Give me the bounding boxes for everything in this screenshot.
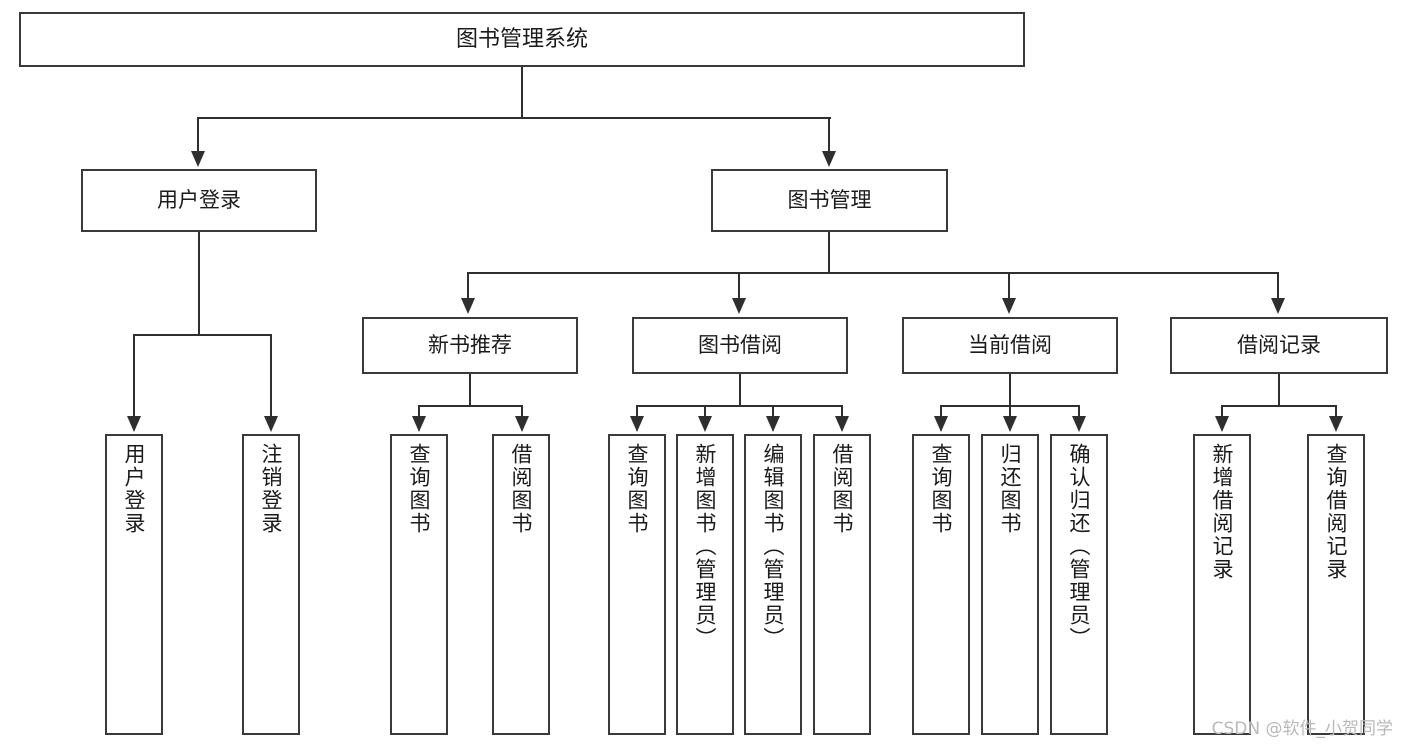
node-label: 注销登录 xyxy=(259,443,284,535)
connector-book-mgmt-to-current-borrow xyxy=(1008,272,1010,300)
arrow-to-book-borrow xyxy=(732,298,746,314)
connector-user-login-leaf2 xyxy=(270,334,272,418)
arrow-to-borrow-record xyxy=(1271,298,1285,314)
node-book-borrow[interactable]: 图书借阅 xyxy=(632,317,848,374)
arrow-book-borrow-leaf1 xyxy=(630,416,644,432)
arrow-current-borrow-leaf2 xyxy=(1003,416,1017,432)
connector-new-book-fanbar xyxy=(419,405,522,407)
arrow-to-book-mgmt xyxy=(822,151,836,167)
leaf-book-borrow-borrow[interactable]: 借阅图书 xyxy=(813,434,871,735)
node-label: 查询图书 xyxy=(407,443,432,535)
arrow-new-book-leaf2 xyxy=(515,416,529,432)
node-label: 查询图书 xyxy=(929,443,954,535)
leaf-book-borrow-query[interactable]: 查询图书 xyxy=(608,434,666,735)
arrow-book-borrow-leaf2 xyxy=(698,416,712,432)
connector-borrow-record-leaf1 xyxy=(1221,405,1223,418)
leaf-current-borrow-confirm[interactable]: 确认归还（管理员） xyxy=(1050,434,1108,735)
arrow-to-new-book xyxy=(461,298,475,314)
connector-new-book-leaf1 xyxy=(418,405,420,418)
leaf-new-book-query[interactable]: 查询图书 xyxy=(390,434,448,735)
connector-book-borrow-leaf4 xyxy=(841,405,843,418)
arrow-borrow-record-leaf2 xyxy=(1329,416,1343,432)
connector-user-login-trunk xyxy=(198,232,200,335)
connector-borrow-record-trunk xyxy=(1278,374,1280,406)
connector-root-trunk xyxy=(521,67,523,118)
connector-book-borrow-leaf3 xyxy=(772,405,774,418)
connector-user-login-fanbar xyxy=(134,334,271,336)
arrow-to-current-borrow xyxy=(1002,298,1016,314)
node-label: 用户登录 xyxy=(157,188,241,213)
connector-current-borrow-trunk xyxy=(1009,374,1011,406)
arrow-borrow-record-leaf1 xyxy=(1215,416,1229,432)
connector-new-book-leaf2 xyxy=(521,405,523,418)
node-label: 查询借阅记录 xyxy=(1324,443,1349,581)
node-book-management[interactable]: 图书管理 xyxy=(711,169,948,232)
leaf-current-borrow-return[interactable]: 归还图书 xyxy=(981,434,1039,735)
arrow-current-borrow-leaf3 xyxy=(1072,416,1086,432)
node-new-book-recommend[interactable]: 新书推荐 xyxy=(362,317,578,374)
arrow-current-borrow-leaf1 xyxy=(934,416,948,432)
arrow-to-user-login xyxy=(191,151,205,167)
connector-book-mgmt-to-borrow-record xyxy=(1277,272,1279,300)
node-label: 查询图书 xyxy=(625,443,650,535)
node-label: 新书推荐 xyxy=(428,333,512,358)
connector-current-borrow-leaf2 xyxy=(1009,405,1011,418)
connector-book-borrow-leaf2 xyxy=(704,405,706,418)
leaf-new-book-borrow[interactable]: 借阅图书 xyxy=(492,434,550,735)
node-label: 图书管理系统 xyxy=(455,26,588,52)
connector-borrow-record-fanbar xyxy=(1222,405,1336,407)
connector-book-mgmt-fanbar xyxy=(468,272,1279,274)
arrow-new-book-leaf1 xyxy=(412,416,426,432)
node-label: 用户登录 xyxy=(122,443,147,535)
node-label: 借阅图书 xyxy=(509,443,534,535)
node-label: 借阅记录 xyxy=(1237,333,1321,358)
watermark-text: CSDN @软件_小贺同学 xyxy=(1211,719,1393,739)
connector-borrow-record-leaf2 xyxy=(1335,405,1337,418)
connector-book-borrow-trunk xyxy=(739,374,741,406)
connector-book-mgmt-to-new-book xyxy=(467,272,469,300)
connector-root-to-user-login xyxy=(197,117,199,153)
connector-book-borrow-fanbar xyxy=(637,405,843,407)
node-label: 新增借阅记录 xyxy=(1210,443,1235,581)
connector-book-mgmt-to-book-borrow xyxy=(738,272,740,300)
node-root-system[interactable]: 图书管理系统 xyxy=(19,12,1025,67)
node-user-login[interactable]: 用户登录 xyxy=(81,169,317,232)
arrow-book-borrow-leaf3 xyxy=(766,416,780,432)
node-label: 当前借阅 xyxy=(968,333,1052,358)
node-label: 新增图书（管理员） xyxy=(693,443,718,650)
node-borrow-record[interactable]: 借阅记录 xyxy=(1170,317,1388,374)
arrow-user-login-leaf2 xyxy=(264,416,278,432)
connector-current-borrow-leaf3 xyxy=(1078,405,1080,418)
node-label: 图书借阅 xyxy=(698,333,782,358)
leaf-current-borrow-query[interactable]: 查询图书 xyxy=(912,434,970,735)
leaf-borrow-record-query[interactable]: 查询借阅记录 xyxy=(1307,434,1365,735)
leaf-user-login-login[interactable]: 用户登录 xyxy=(105,434,163,735)
leaf-user-login-logout[interactable]: 注销登录 xyxy=(242,434,300,735)
connector-user-login-leaf1 xyxy=(133,334,135,418)
node-label: 图书管理 xyxy=(787,188,872,213)
connector-book-borrow-leaf1 xyxy=(636,405,638,418)
connector-root-fanbar xyxy=(198,117,831,119)
node-label: 确认归还（管理员） xyxy=(1067,443,1092,650)
leaf-book-borrow-edit[interactable]: 编辑图书（管理员） xyxy=(744,434,802,735)
connector-book-mgmt-trunk xyxy=(828,232,830,273)
connector-new-book-trunk xyxy=(469,374,471,406)
node-label: 借阅图书 xyxy=(830,443,855,535)
connector-current-borrow-leaf1 xyxy=(940,405,942,418)
node-label: 编辑图书（管理员） xyxy=(761,443,786,650)
connector-root-to-book-mgmt xyxy=(828,117,830,153)
leaf-book-borrow-add[interactable]: 新增图书（管理员） xyxy=(676,434,734,735)
arrow-book-borrow-leaf4 xyxy=(835,416,849,432)
leaf-borrow-record-add[interactable]: 新增借阅记录 xyxy=(1193,434,1251,735)
node-label: 归还图书 xyxy=(998,443,1023,535)
arrow-user-login-leaf1 xyxy=(127,416,141,432)
node-current-borrow[interactable]: 当前借阅 xyxy=(902,317,1118,374)
